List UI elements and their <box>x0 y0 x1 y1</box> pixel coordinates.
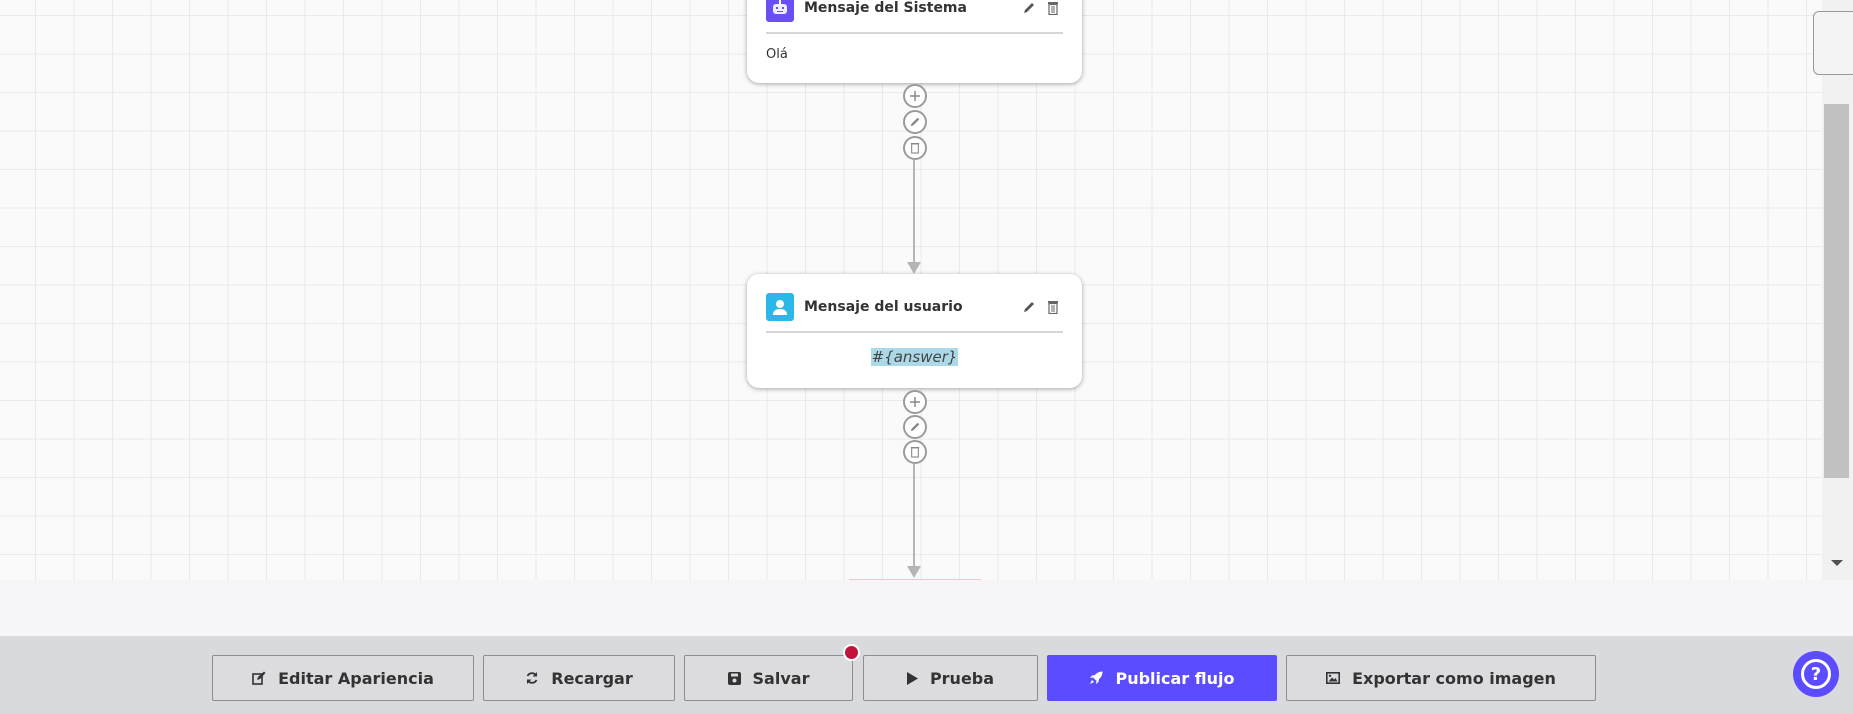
edit-connection-button[interactable] <box>903 415 927 439</box>
edit-appearance-button[interactable]: Editar Apariencia <box>212 655 474 701</box>
node-user-message[interactable]: Mensaje del usuario #{answer} <box>747 274 1082 388</box>
export-image-button[interactable]: Exportar como imagen <box>1286 655 1596 701</box>
image-icon <box>1326 672 1341 684</box>
bottom-toolbar: Editar Apariencia Recargar Salvar Prueba… <box>0 636 1853 714</box>
reload-button[interactable]: Recargar <box>483 655 675 701</box>
help-icon: ? <box>1801 659 1831 689</box>
robot-icon <box>766 0 794 22</box>
add-node-button[interactable] <box>903 84 927 108</box>
help-button[interactable]: ? <box>1793 651 1839 697</box>
test-button[interactable]: Prueba <box>863 655 1038 701</box>
delete-connection-button[interactable] <box>903 440 927 464</box>
add-node-button[interactable] <box>903 390 927 414</box>
refresh-icon <box>526 672 538 684</box>
connector-arrow <box>907 566 921 578</box>
edit-node-icon[interactable] <box>1019 297 1039 317</box>
delete-node-icon[interactable] <box>1043 0 1063 18</box>
node-content-variable: #{answer} <box>870 348 959 366</box>
node-system-message[interactable]: Mensaje del Sistema Olá <box>747 0 1082 83</box>
rocket-icon <box>1090 671 1103 684</box>
next-node-edge <box>849 579 981 580</box>
flow-canvas[interactable]: Mensaje del Sistema Olá Mensaje del usua… <box>0 0 1822 580</box>
save-button[interactable]: Salvar <box>684 644 860 701</box>
edit-node-icon[interactable] <box>1019 0 1039 18</box>
node-title: Mensaje del usuario <box>804 299 963 315</box>
unsaved-changes-badge <box>843 644 860 661</box>
user-icon <box>766 293 794 321</box>
save-icon <box>727 671 741 685</box>
vertical-scrollbar[interactable] <box>1822 0 1853 580</box>
connector-line <box>913 160 915 264</box>
scrollbar-thumb[interactable] <box>1824 104 1849 478</box>
connector-arrow <box>907 262 921 274</box>
play-icon <box>906 671 918 685</box>
delete-node-icon[interactable] <box>1043 297 1063 317</box>
minimap-box[interactable] <box>1813 11 1853 75</box>
delete-connection-button[interactable] <box>903 136 927 160</box>
publish-flow-button[interactable]: Publicar flujo <box>1047 655 1277 701</box>
edit-connection-button[interactable] <box>903 110 927 134</box>
node-title: Mensaje del Sistema <box>804 0 967 16</box>
connector-line <box>913 464 915 568</box>
edit-icon <box>252 671 266 685</box>
scroll-down-arrow[interactable] <box>1831 560 1843 566</box>
node-content: Olá <box>766 47 788 62</box>
